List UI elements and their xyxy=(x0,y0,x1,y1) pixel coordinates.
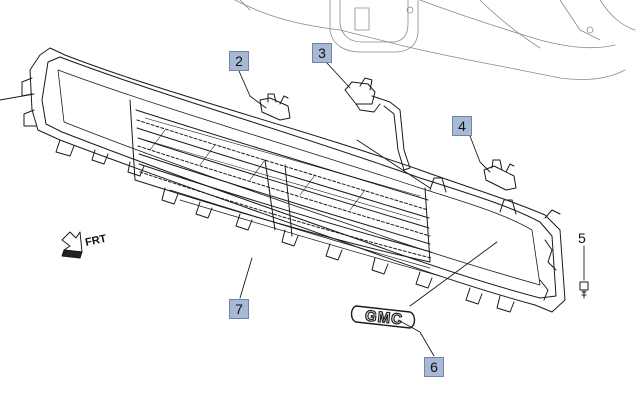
gmc-emblem-text: GMC xyxy=(364,307,404,328)
part-5-screw xyxy=(579,281,589,299)
part-4-bracket xyxy=(483,159,517,191)
callout-3: 3 xyxy=(312,43,332,63)
callout-5: 5 xyxy=(578,230,586,246)
gmc-emblem xyxy=(350,305,416,329)
vehicle-front-structure xyxy=(234,0,636,80)
callout-4: 4 xyxy=(452,116,472,136)
leader-lines xyxy=(0,62,585,357)
grille-bars xyxy=(129,99,441,277)
callout-2: 2 xyxy=(229,51,249,71)
callout-6: 6 xyxy=(424,357,444,377)
part-2-bracket xyxy=(259,93,291,121)
grille-frame xyxy=(21,47,566,313)
callout-7: 7 xyxy=(229,299,249,319)
front-direction-arrow xyxy=(61,231,83,259)
frt-label: FRT xyxy=(84,233,108,249)
part-3-bracket xyxy=(344,77,411,171)
